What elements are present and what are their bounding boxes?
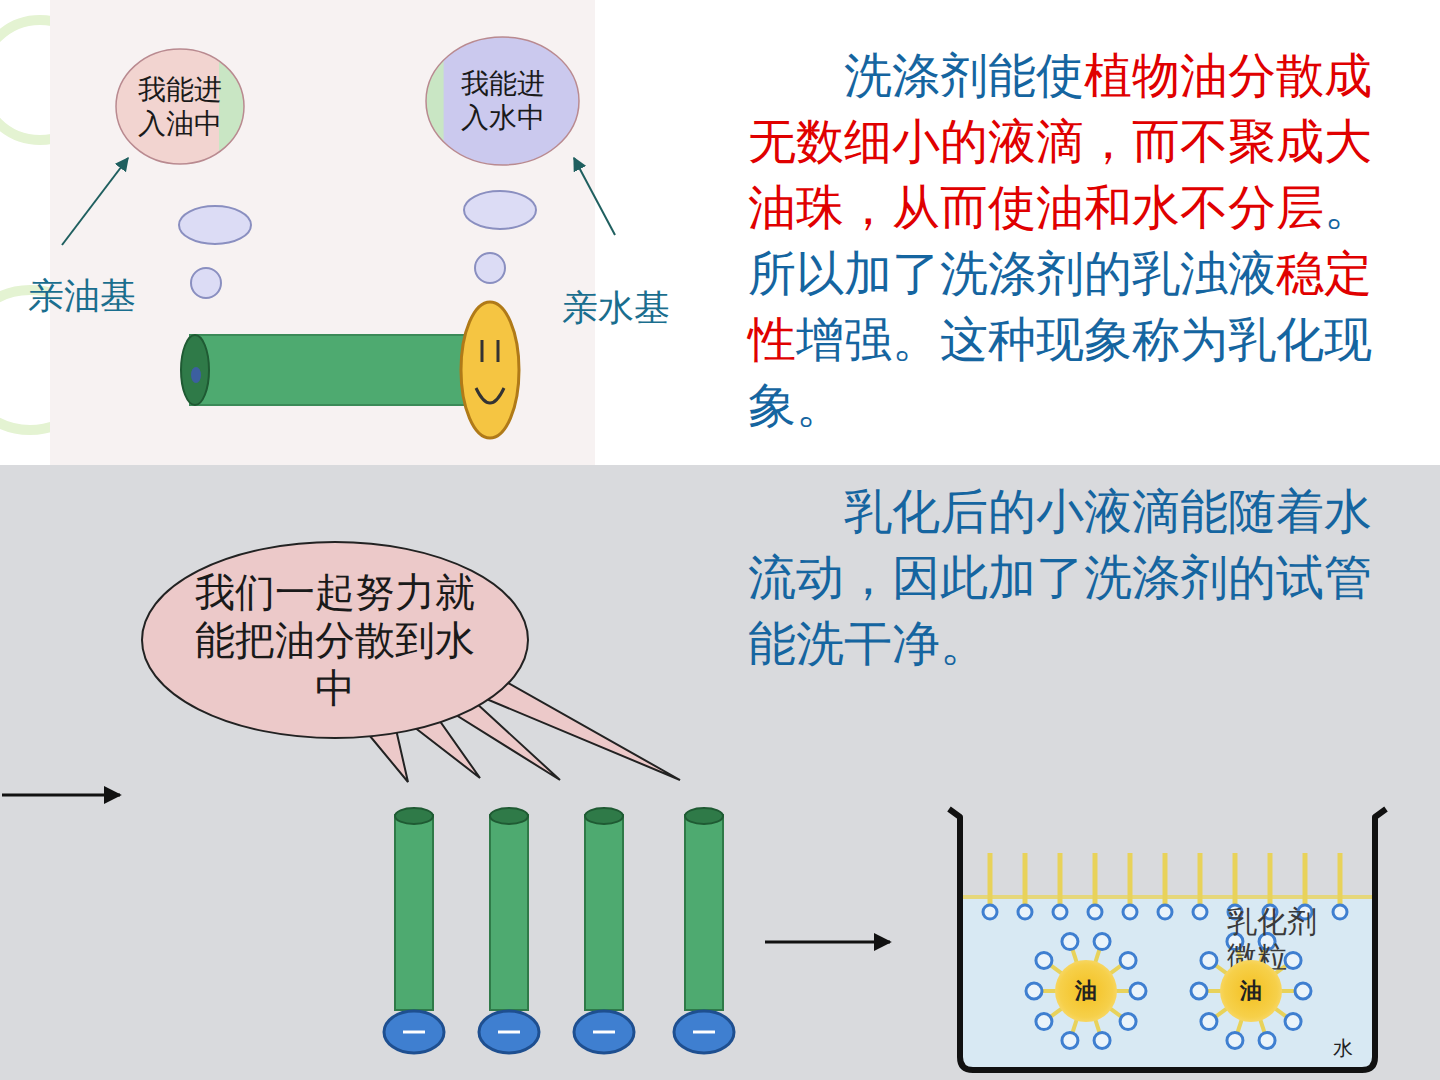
thought-dots bbox=[179, 191, 536, 298]
flow-arrow bbox=[765, 941, 890, 944]
shape-outline bbox=[945, 805, 1390, 1080]
thought-bubble: 我能进入油中 bbox=[115, 48, 245, 165]
oil-label: 油 bbox=[1075, 976, 1097, 1006]
paragraph-text: 洗涤剂能使 bbox=[844, 47, 1084, 103]
part-label: 亲水基 bbox=[562, 284, 670, 333]
paragraph: 洗涤剂能使植物油分散成无数细小的液滴，而不聚成大油珠，从而使油和水不分层。所以加… bbox=[748, 42, 1398, 438]
oil-droplet: 油 bbox=[1220, 960, 1282, 1022]
paragraph-text: 乳化后的小液滴能随着水流动，因此加了洗涤剂的试管能洗干净。 bbox=[748, 483, 1372, 671]
bubble-text: 我能进入水中 bbox=[458, 67, 548, 134]
leader-line bbox=[62, 158, 128, 245]
water-label: 水 bbox=[1333, 1037, 1363, 1060]
picture-panel bbox=[0, 465, 1440, 1080]
beaker: 乳化剂 微粒水油油 bbox=[945, 805, 1390, 1080]
oil-label: 油 bbox=[1240, 976, 1262, 1006]
surfactant-rods bbox=[384, 808, 734, 1053]
leader-line bbox=[574, 158, 615, 235]
picture-panel bbox=[50, 0, 595, 465]
bubble-text: 我们一起努力就能把油分散到水中 bbox=[185, 568, 485, 712]
oil-droplet: 油 bbox=[1055, 960, 1117, 1022]
paragraph-text: 增强。这种现象称为乳化现象。 bbox=[748, 311, 1372, 433]
bubble-text: 我能进入油中 bbox=[135, 73, 225, 140]
paragraph: 乳化后的小液滴能随着水流动，因此加了洗涤剂的试管能洗干净。 bbox=[748, 478, 1388, 676]
surfactant-molecule bbox=[181, 302, 519, 438]
speech-bubble: 我们一起努力就能把油分散到水中 bbox=[140, 540, 530, 740]
thought-bubble: 我能进入水中 bbox=[425, 36, 580, 166]
part-label: 亲油基 bbox=[28, 272, 136, 321]
flow-arrow bbox=[2, 794, 120, 797]
